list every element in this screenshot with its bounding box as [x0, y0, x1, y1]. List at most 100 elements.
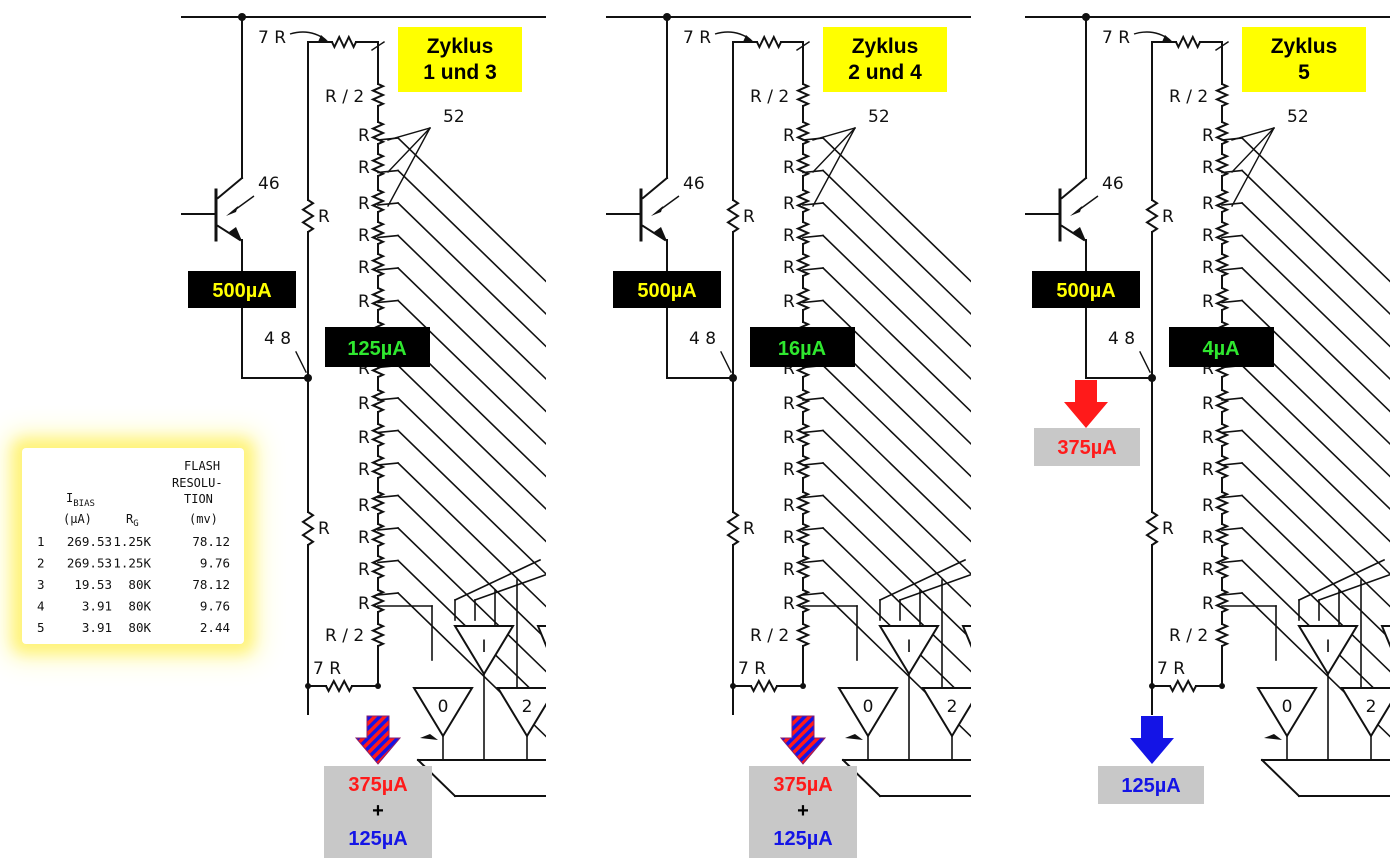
label-7r-top: 7 R [683, 28, 711, 48]
label-r-left-1: R [1162, 207, 1174, 227]
resistor-r-label: R [358, 126, 370, 146]
label-48: 4 8 [1108, 329, 1135, 349]
cycle-title-line1: Zyklus [852, 35, 919, 58]
resistor-r-label: R [358, 560, 370, 580]
resistor-r-label: R [1202, 594, 1214, 614]
side-current-box [1034, 428, 1140, 466]
resistor-r-label: R [783, 292, 795, 312]
table-header-rg: RG [126, 512, 139, 529]
label-46: 46 [683, 174, 705, 194]
table-row-rg: 1.25K [113, 556, 151, 571]
table-header-unit-mv: (mv) [189, 512, 218, 526]
combined-current-arrow [779, 715, 827, 765]
label-7r-top: 7 R [1102, 28, 1130, 48]
label-52: 52 [443, 107, 465, 127]
label-7r-top: 7 R [258, 28, 286, 48]
bottom-blue-current: 125µA [1121, 775, 1180, 797]
table-row-ibias: 3.91 [82, 599, 112, 614]
resistor-r-label: R [358, 194, 370, 214]
comparator-2-label: 2 [947, 697, 958, 717]
resistor-r-label: R [358, 258, 370, 278]
table-row-ibias: 269.53 [67, 534, 112, 549]
tap-current-label: 4µA [1202, 338, 1239, 360]
comparator-1-label: I [481, 637, 486, 657]
bottom-plus-sign: + [372, 800, 384, 822]
table-row-number: 5 [37, 620, 45, 635]
cycle-title-box [1242, 27, 1366, 92]
bias-current-box [613, 271, 721, 308]
side-current-arrow [1064, 380, 1108, 428]
comparator-1-label: I [1325, 637, 1330, 657]
resistor-r-label: R [783, 496, 795, 516]
bottom-blue-current: 125µA [773, 828, 832, 850]
bias-current-box [1032, 271, 1140, 308]
resistor-r-label: R [1202, 528, 1214, 548]
resistor-r-label: R [358, 460, 370, 480]
table-row-ibias: 3.91 [82, 620, 112, 635]
resistor-r-label: R [783, 428, 795, 448]
resistor-r-label: R [1202, 194, 1214, 214]
table-glow [22, 448, 244, 644]
table-row-ibias: 269.53 [67, 556, 112, 571]
resistor-r-label: R [358, 594, 370, 614]
table-row-resolution: 9.76 [200, 599, 230, 614]
cycle-title-box [398, 27, 522, 92]
resistor-r-label: R [783, 226, 795, 246]
label-r2-bottom: R / 2 [1169, 626, 1208, 646]
label-r-left-2: R [743, 519, 755, 539]
bottom-current-box [749, 766, 857, 858]
resistor-r-label: R [1202, 394, 1214, 414]
table-header-unit-ua: (µA) [63, 512, 92, 526]
comparator-1-label: I [906, 637, 911, 657]
resistor-r-label: R [783, 560, 795, 580]
tap-current-label: 125µA [347, 338, 406, 360]
label-r2-bottom: R / 2 [325, 626, 364, 646]
resistor-r-label: R [783, 594, 795, 614]
resistor-r-label: R [358, 528, 370, 548]
label-r-left-2: R [1162, 519, 1174, 539]
combined-current-arrow [354, 715, 402, 765]
bias-current-label: 500µA [1056, 280, 1115, 302]
resistor-r-label: R [358, 226, 370, 246]
resistor-r-label: R [358, 496, 370, 516]
table-header-tion: TION [184, 492, 213, 506]
bottom-current-box [1098, 766, 1204, 804]
table-row-ibias: 19.53 [74, 577, 112, 592]
resistor-r-label: R [783, 158, 795, 178]
resistor-r-label: R [358, 394, 370, 414]
resistor-r-label: R [783, 528, 795, 548]
table-row-rg: 80K [128, 599, 151, 614]
cycle-title-line1: Zyklus [427, 35, 494, 58]
table-row-number: 4 [37, 599, 45, 614]
cycle-title-line1: Zyklus [1271, 35, 1338, 58]
label-48: 4 8 [264, 329, 291, 349]
comparator-2-label: 2 [522, 697, 533, 717]
table-row-rg: 1.25K [113, 534, 151, 549]
label-r-left-1: R [743, 207, 755, 227]
label-46: 46 [258, 174, 280, 194]
resistor-r-label: R [1202, 258, 1214, 278]
label-r2-top: R / 2 [750, 87, 789, 107]
table-header-ibias: IBIAS [66, 491, 95, 509]
table-row-rg: 80K [128, 620, 151, 635]
table-header-ibias-main: I [66, 491, 73, 505]
label-r-left-2: R [318, 519, 330, 539]
comparator-0-label: 0 [1282, 697, 1293, 717]
bottom-blue-current: 125µA [348, 828, 407, 850]
resistor-r-label: R [783, 460, 795, 480]
label-52: 52 [868, 107, 890, 127]
table-row-rg: 80K [128, 577, 151, 592]
table-row-resolution: 2.44 [200, 620, 230, 635]
comparator-0-label: 0 [863, 697, 874, 717]
bias-current-box [188, 271, 296, 308]
cycle-title-line2: 2 und 4 [848, 61, 922, 84]
label-7r-bottom: 7 R [1157, 659, 1185, 679]
resistor-r-label: R [783, 126, 795, 146]
